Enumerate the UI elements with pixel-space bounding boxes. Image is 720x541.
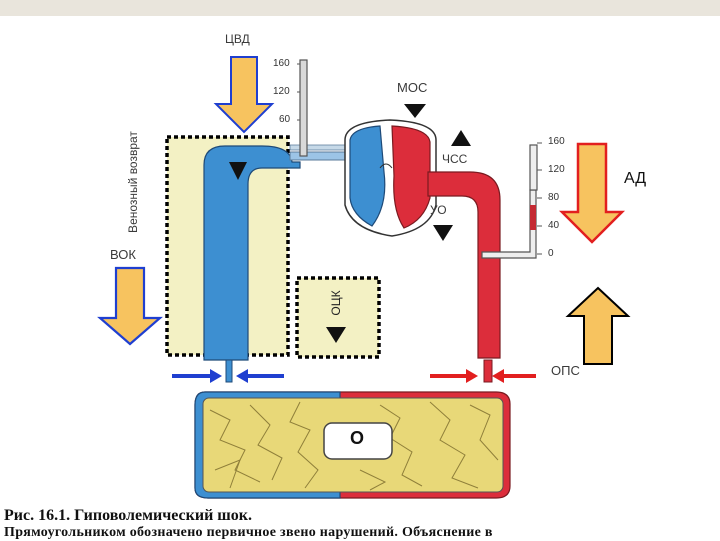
venous-constriction-arrows [172,369,284,383]
organ-label: О [350,428,365,448]
otsk-down-triangle [326,327,346,343]
cvd-tick-120: 120 [273,86,290,97]
caption-title: Рис. 16.1. Гиповолемический шок. [4,507,253,524]
ad-tick-0: 0 [548,248,554,259]
ad-down-arrow [558,142,626,244]
right-heart [349,125,386,227]
ad-tick-160: 160 [548,136,565,147]
ad-tick-80: 80 [548,192,560,203]
vok-label: ВОК [110,247,136,262]
aorta [427,171,501,359]
vena-cava [203,145,301,361]
arterial-constriction-arrows [430,369,536,383]
organ-cell [323,422,393,460]
left-heart [391,125,431,229]
cvd-tick-60: 60 [279,114,291,125]
venous-connector [289,151,351,161]
cvd-label: ЦВД [225,32,250,46]
ad-label: АД [624,170,647,187]
uo-down-triangle [433,225,453,241]
ops-up-arrow [565,286,631,365]
mos-down-triangle [404,104,426,118]
top-bar [0,0,720,16]
cvd-tick-160: 160 [273,58,290,69]
figure-caption: Рис. 16.1. Гиповолемический шок. Прямоуг… [4,507,720,541]
chss-label: ЧСС [442,152,468,166]
cvd-down-arrow [213,56,275,134]
ad-tick-40: 40 [548,220,560,231]
chss-up-triangle [451,130,471,146]
mos-label: МОС [397,80,428,95]
ad-tick-120: 120 [548,164,565,175]
uo-label: УО [430,203,447,217]
cvd-tube [299,59,308,157]
otsk-label: ОЦК [329,290,343,316]
caption-text: Прямоугольником обозначено первичное зве… [4,525,493,540]
venous-return-label: Венозный возврат [126,131,140,233]
otsk-box [295,276,381,359]
down-triangle-venous [229,162,247,180]
ops-label: ОПС [551,363,580,378]
vok-down-arrow [97,266,163,346]
